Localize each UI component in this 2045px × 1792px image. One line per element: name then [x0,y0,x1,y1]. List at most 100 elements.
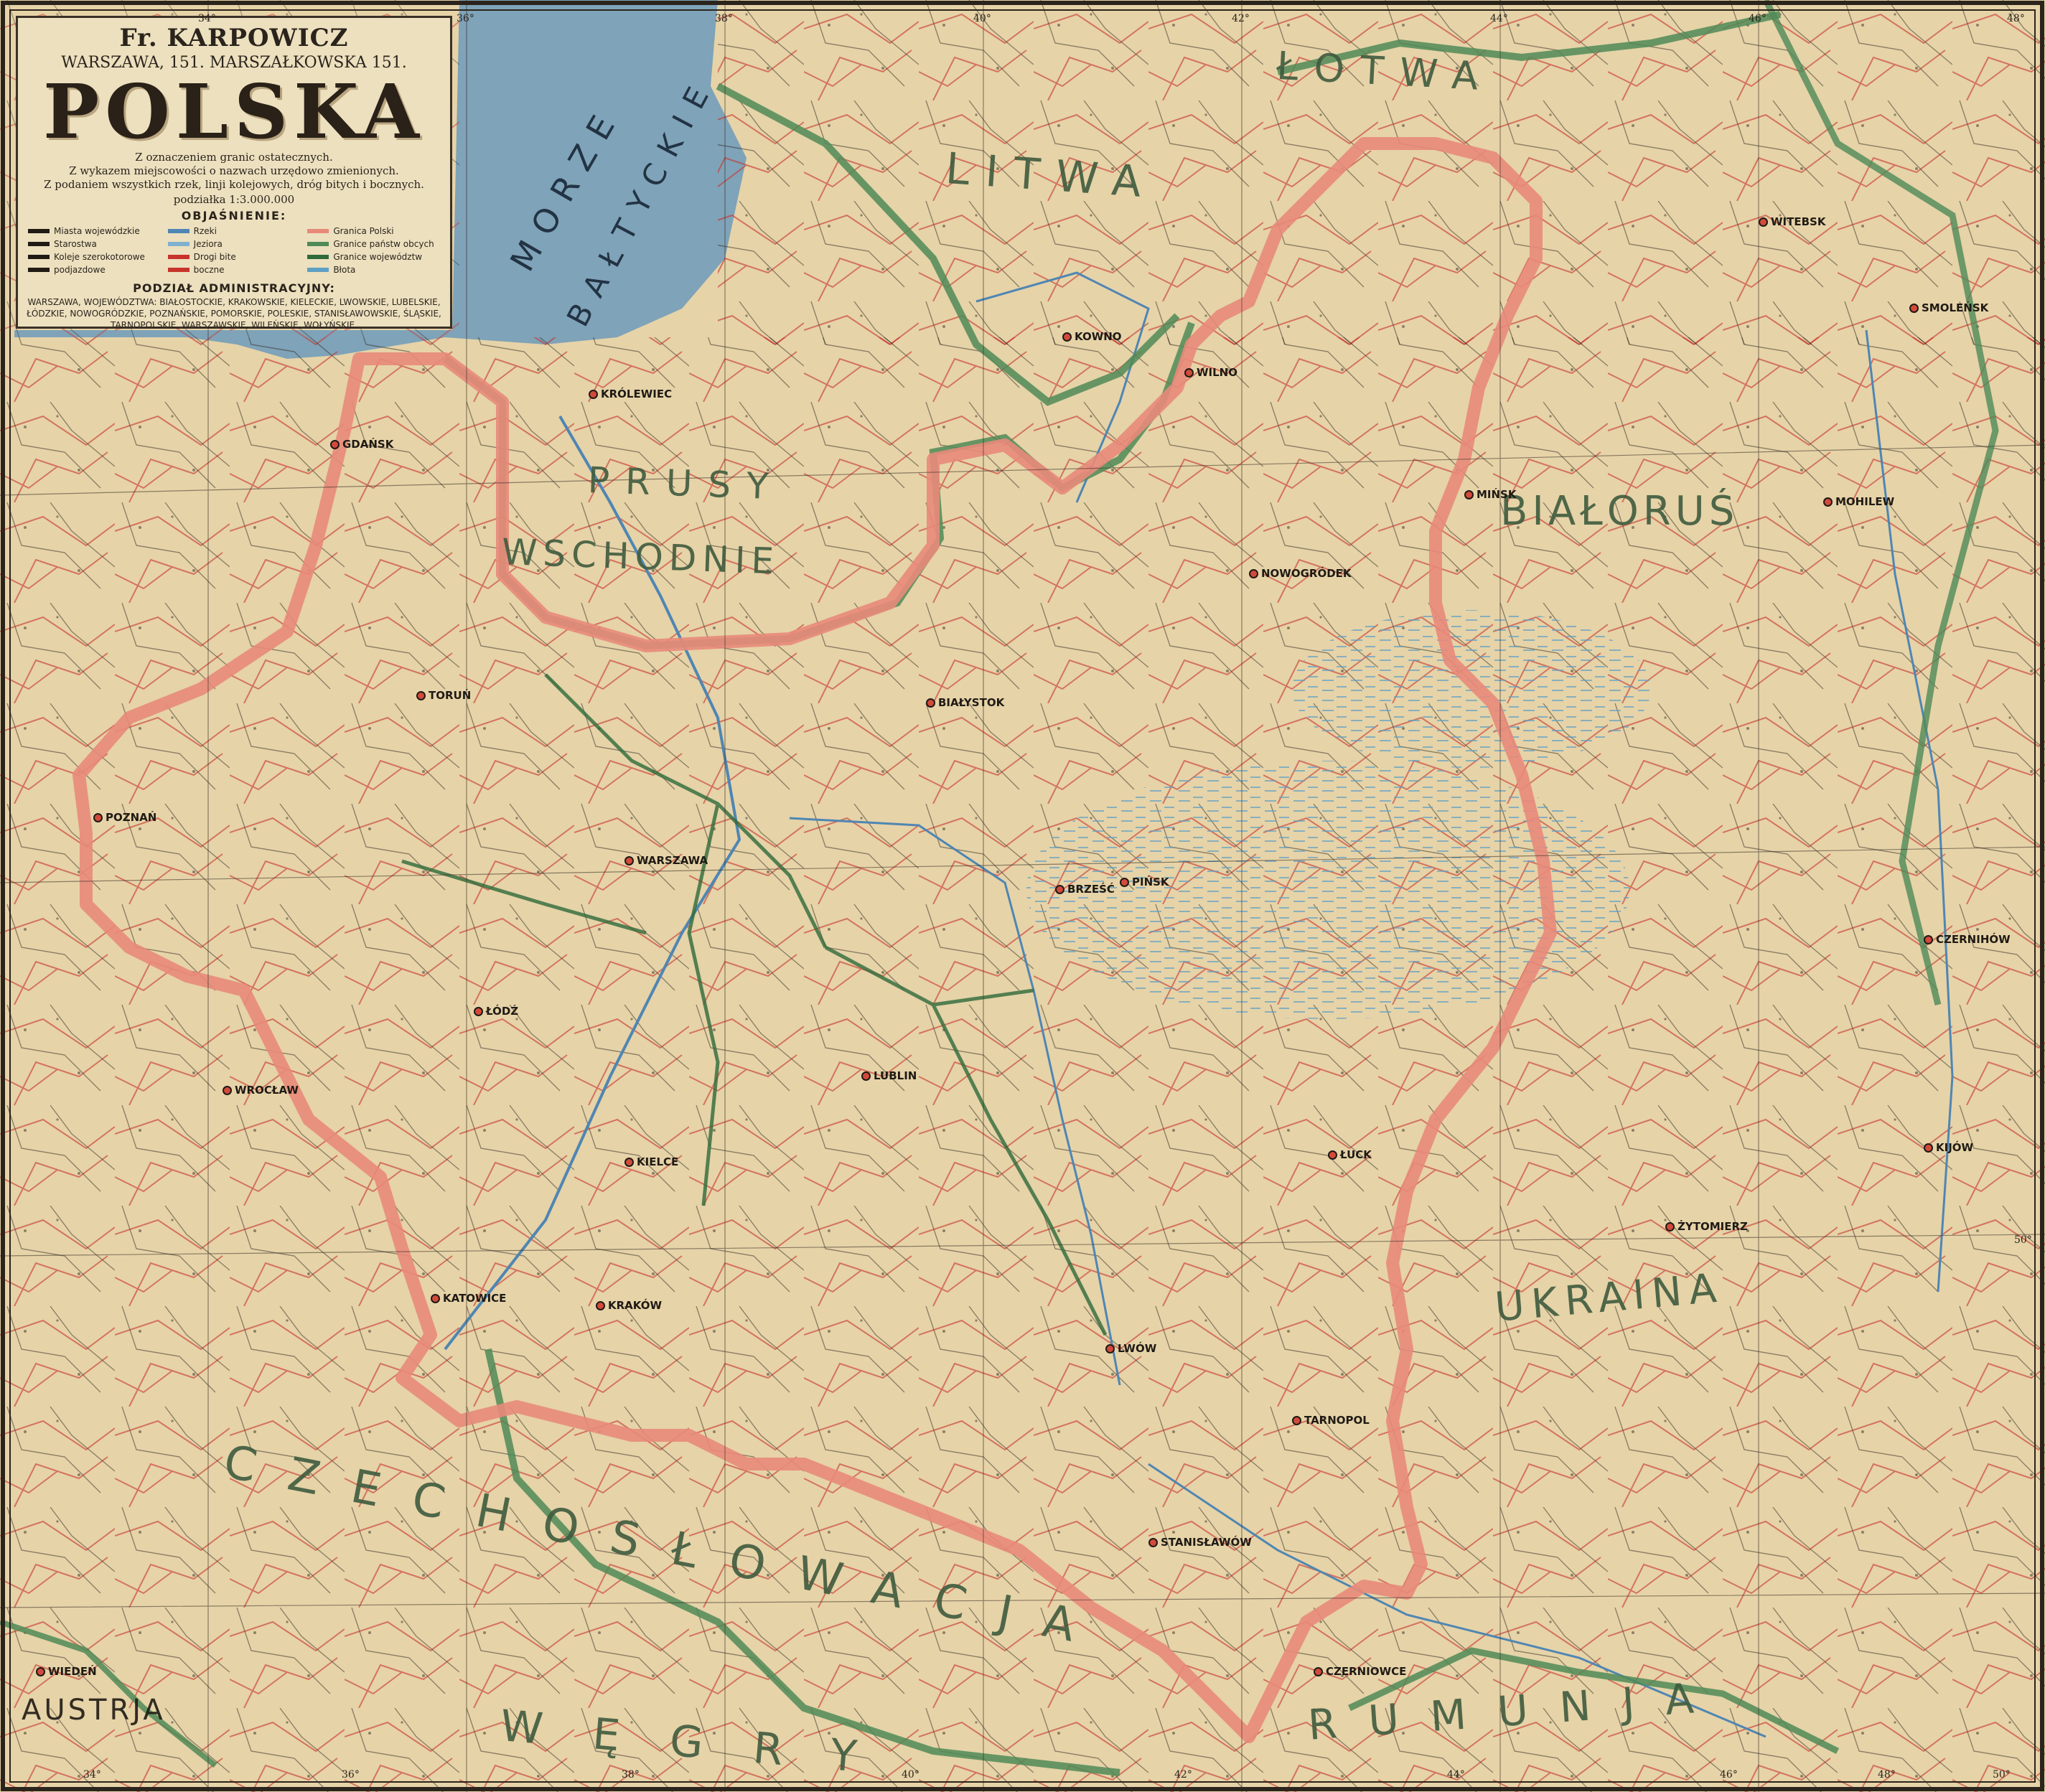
city-czernihow: CZERNIHÓW [1924,933,2011,946]
city-zytomierz: ŻYTOMIERZ [1665,1220,1748,1233]
legend-swatch [307,229,329,233]
graticule-bottom-44: 44° [1447,1769,1465,1781]
city-lublin: LUBLIN [861,1069,917,1082]
legend-swatch [167,229,189,233]
city-smolensk: SMOLEŃSK [1909,301,1988,314]
legend-label: Błota [333,265,356,275]
legend-swatch [307,255,329,259]
legend-label: podjazdowe [54,265,106,275]
city-lodz: ŁÓDŹ [474,1005,518,1018]
map-title: POLSKA [43,67,425,156]
city-poznan: POZNAŃ [93,811,156,824]
region-label-prusy: PRUSY [586,459,785,508]
subtitle-line-1: Z oznaczeniem granic ostatecznych. [135,151,333,164]
title-legend-box: Fr. KARPOWICZ WARSZAWA, 151. MARSZAŁKOWS… [16,16,452,330]
graticule-top-42: 42° [1232,13,1250,24]
legend-label: Granica Polski [333,226,394,236]
legend-swatch [167,268,189,272]
legend-label: Miasta wojewódzkie [54,226,140,236]
baltic-sea-north [459,0,739,337]
border-czechoslovakia [485,1348,1120,1776]
legend-swatch [28,242,50,246]
border-lotwa [1276,11,1782,75]
graticule-bottom-50: 50° [1993,1769,2011,1781]
city-katowice: KATOWICE [431,1292,506,1305]
region-label-austrja: AUSTRJA [22,1694,166,1727]
graticule-top-48: 48° [2007,13,2025,24]
legend-item: Rzeki [167,225,301,237]
city-nowogrodek: NOWOGRÓDEK [1249,567,1352,580]
legend-label: Granice państw obcych [333,239,434,249]
subtitle-line-2: Z wykazem miejscowości o nazwach urzędow… [69,164,399,177]
graticule-top-44: 44° [1490,13,1508,24]
legend-item: Miasta wojewódzkie [28,225,161,237]
legend-item: podjazdowe [28,264,161,276]
legend-item: Granica Polski [307,225,440,237]
publisher-address: WARSZAWA, 151. MARSZAŁKOWSKA 151. [61,54,407,72]
river-niemen [975,271,1150,503]
graticule-top-34: 34° [198,13,216,24]
city-kijow: KIJÓW [1924,1141,1973,1154]
border-voivodeships [401,673,1108,1336]
graticule-top-40: 40° [973,13,991,24]
legend-label: Starostwa [54,239,97,249]
city-stanislawow: STANISŁAWÓW [1148,1536,1252,1549]
graticule-top-36: 36° [457,13,474,24]
border-austria [0,1619,217,1768]
city-bialystok: BIAŁYSTOK [926,696,1004,709]
legend-swatch [307,242,329,246]
region-label-bialorus: BIAŁORUŚ [1500,488,1739,535]
city-krakow: KRAKÓW [596,1299,662,1312]
legend-item: Granice państw obcych [307,238,440,250]
graticule-top-38: 38° [715,13,733,24]
graticule-bottom-42: 42° [1174,1769,1192,1781]
legend-swatch [307,268,329,272]
admin-division-text: WARSZAWA, WOJEWÓDZTWA: BIAŁOSTOCKIE, KRA… [27,297,441,330]
subtitle-line-3: Z podaniem wszystkich rzek, linji kolejo… [44,178,424,191]
graticule-bottom-40: 40° [902,1769,919,1781]
legend: Miasta wojewódzkie Rzeki Granica Polski … [18,222,450,278]
city-torun: TORUŃ [416,689,471,702]
legend-label: Rzeki [193,226,217,236]
city-gdansk: GDAŃSK [330,438,393,451]
legend-swatch [167,242,189,246]
city-luck: ŁUCK [1328,1148,1372,1161]
city-krolewiec: KRÓLEWIEC [589,388,672,400]
graticule-bottom-34: 34° [83,1769,101,1781]
city-wilno: WILNO [1184,366,1237,379]
legend-item: boczne [167,264,301,276]
legend-label: boczne [193,265,225,275]
legend-swatch [167,255,189,259]
legend-item: Drogi bite [167,251,301,263]
border-litwa [716,83,1180,406]
city-brzesc: BRZEŚĆ [1055,883,1115,896]
city-kowno: KOWNO [1062,330,1122,343]
border-soviet-east [1762,0,1999,1006]
city-czerniowce: CZERNIOWCE [1314,1665,1406,1678]
legend-item: Granice województw [307,251,440,263]
legend-item: Starostwa [28,238,161,250]
graticule-bottom-46: 46° [1720,1769,1738,1781]
graticule-right-50: 50° [2014,1234,2032,1246]
graticule-bottom-38: 38° [622,1769,640,1781]
publisher: Fr. KARPOWICZ [119,24,349,52]
city-warszawa: WARSZAWA [624,854,708,867]
scale: podziałka 1:3.000.000 [173,193,295,206]
legend-item: Jeziora [167,238,301,250]
legend-title: OBJAŚNIENIE: [181,209,287,222]
city-mohilew: MOHILEW [1823,495,1894,508]
legend-label: Drogi bite [193,252,236,262]
polesie-marshes [1026,761,1629,1019]
legend-swatch [28,229,50,233]
river-wisla [444,415,741,1351]
border-romania [1348,1647,1840,1755]
legend-swatch [28,268,50,272]
city-wroclaw: WROCŁAW [223,1084,299,1097]
city-minsk: MIŃSK [1464,488,1517,501]
graticule-bottom-36: 36° [342,1769,360,1781]
graticule-top-46: 46° [1749,13,1766,24]
city-wieden: WIEDEŃ [36,1665,97,1678]
legend-swatch [28,255,50,259]
legend-label: Koleje szerokotorowe [54,252,145,262]
